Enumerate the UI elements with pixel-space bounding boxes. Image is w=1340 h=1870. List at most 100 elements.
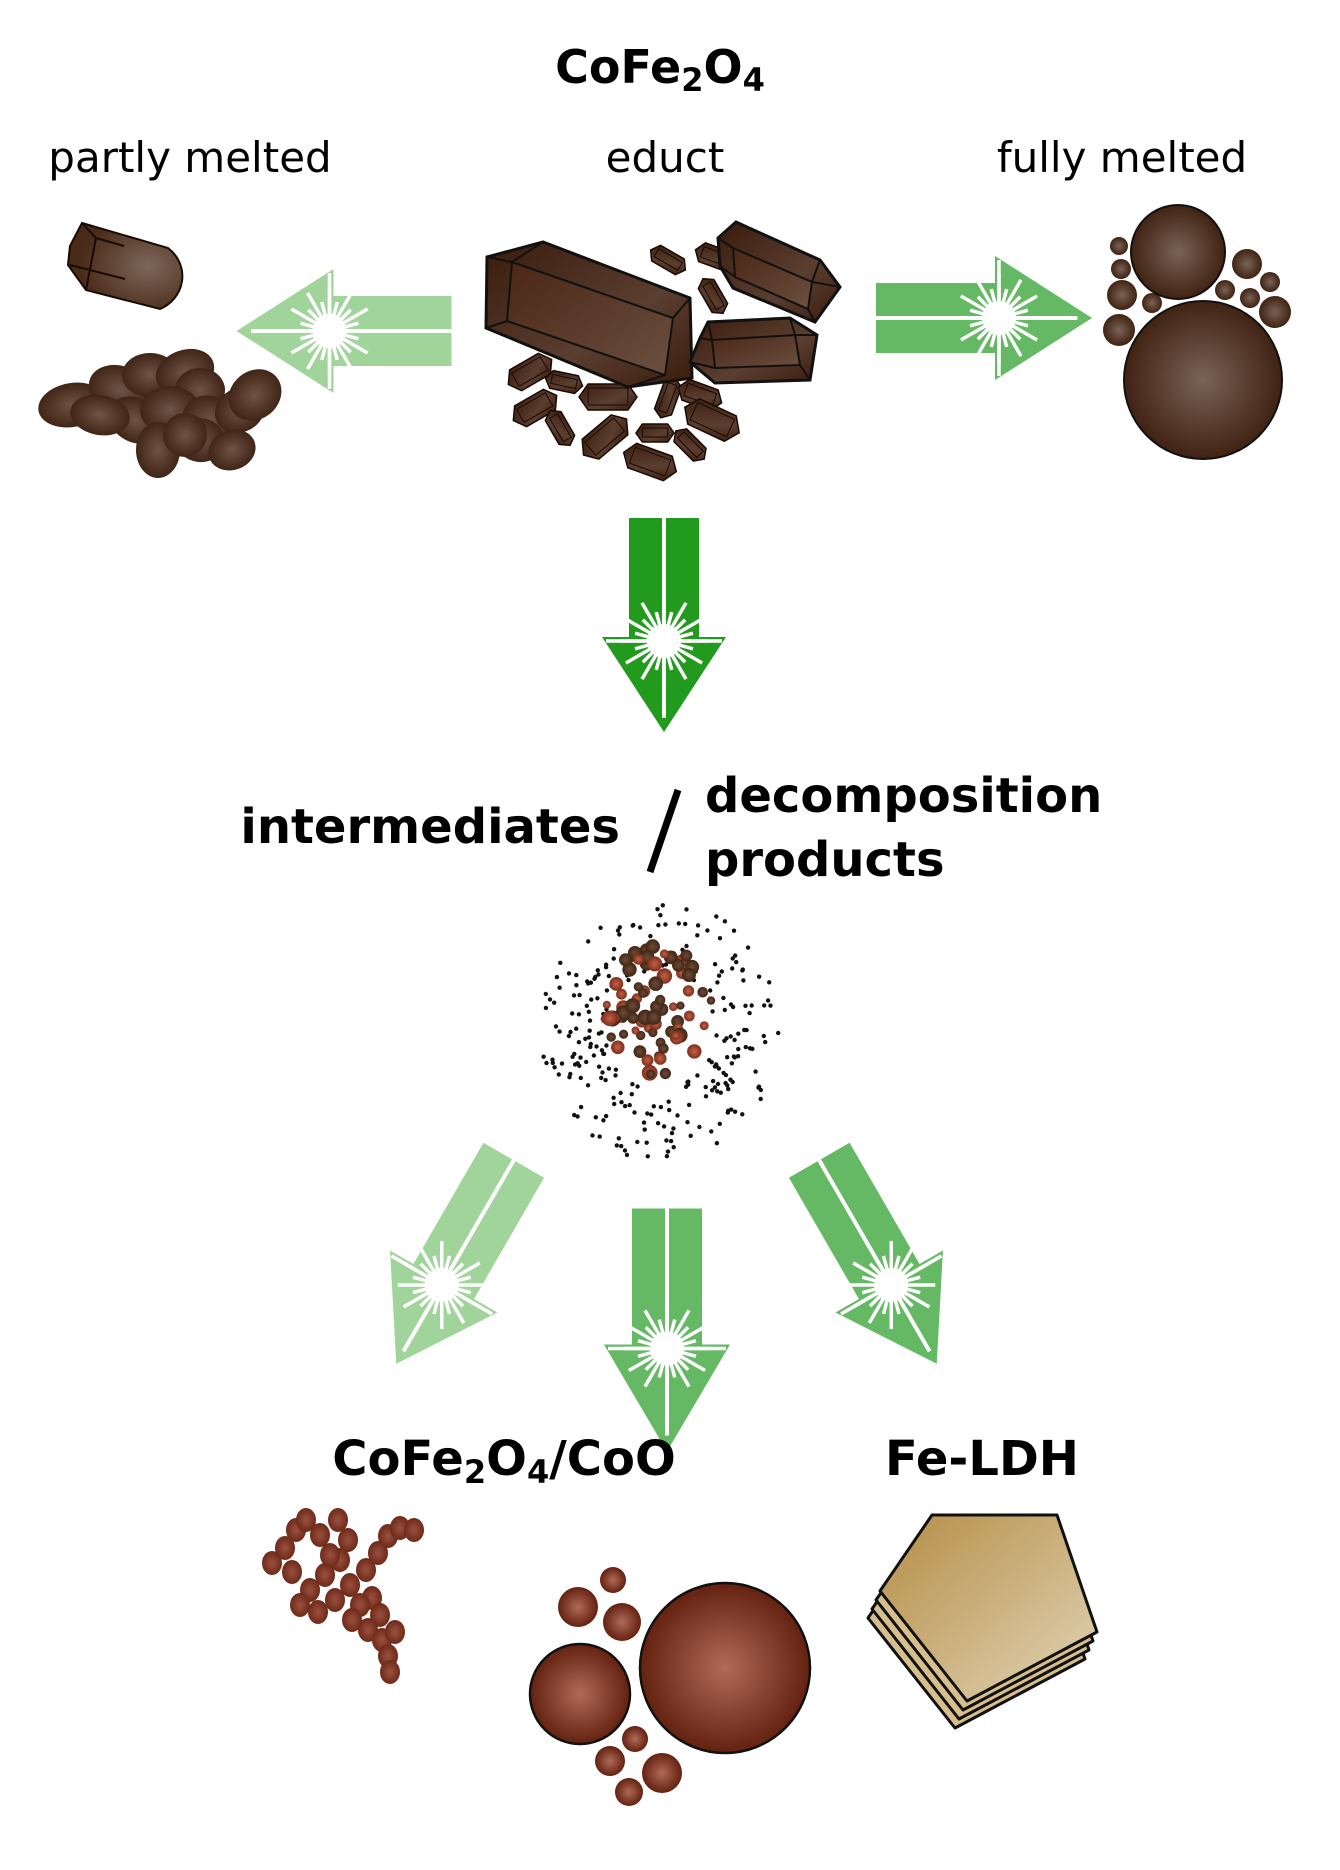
agglomerate-particle <box>328 1508 348 1532</box>
precursor-dot <box>732 1109 738 1114</box>
agglomerate-particle <box>290 1593 310 1617</box>
precursor-dot <box>714 914 719 919</box>
precursor-dot <box>740 1112 745 1117</box>
nanoparticle <box>606 1032 616 1042</box>
precursor-dot <box>656 923 661 928</box>
laser-burst-icon <box>608 1304 726 1393</box>
precursor-dot <box>552 1000 557 1005</box>
precursor-dot <box>543 991 548 997</box>
precursor-dot <box>584 1059 589 1065</box>
precursor-dot <box>661 1124 667 1129</box>
precursor-dot <box>645 1111 650 1116</box>
agglomerate-particle <box>315 1563 335 1587</box>
small-crystal-icon <box>697 277 729 315</box>
precursor-dot <box>703 1094 709 1099</box>
precursor-dot <box>716 1066 722 1071</box>
precursor-dot <box>736 1046 741 1052</box>
precursor-dot <box>763 1039 768 1045</box>
precursor-dot <box>572 1062 578 1067</box>
agglomerate-particle <box>320 1543 340 1567</box>
precursor-dot <box>619 1100 624 1105</box>
precursor-dot <box>559 1061 565 1066</box>
precursor-dot <box>736 1031 741 1036</box>
precursor-dot <box>642 1127 647 1132</box>
precursor-dot <box>695 923 701 928</box>
nanoparticle <box>633 1045 647 1058</box>
precursor-dot <box>749 1003 754 1008</box>
precursor-dot <box>660 903 665 908</box>
precursor-dot <box>671 1126 676 1131</box>
precursor-dot <box>756 1084 762 1089</box>
precursor-dot <box>663 922 668 927</box>
nanoparticle <box>619 1029 629 1039</box>
precursor-dot <box>688 1133 693 1139</box>
precursor-dot <box>730 956 735 961</box>
precursor-dot <box>714 1062 719 1067</box>
precursor-dot <box>575 1114 580 1119</box>
precursor-dot <box>729 1061 735 1066</box>
precursor-dot <box>735 1054 741 1059</box>
precursor-dot <box>595 996 600 1001</box>
precursor-dot <box>585 979 590 984</box>
precursor-dot <box>597 1134 602 1139</box>
partly-melted-particles <box>38 221 282 478</box>
precursor-dot <box>685 1120 690 1125</box>
precursor-dot <box>574 983 579 988</box>
nanoparticle <box>646 1069 656 1079</box>
melted-sphere <box>1232 249 1262 279</box>
precursor-dot <box>547 997 553 1002</box>
precursor-dot <box>726 1108 731 1114</box>
precursor-dot <box>721 995 726 1001</box>
precursor-dot <box>644 1140 649 1145</box>
precursor-dot <box>758 1087 763 1093</box>
small-crystal-icon <box>683 397 741 443</box>
precursor-dot <box>663 962 669 967</box>
precursor-dot <box>741 978 746 983</box>
laser-burst-icon <box>840 1240 943 1329</box>
precursor-dot <box>574 1026 579 1031</box>
agglomerate-particle <box>338 1528 358 1552</box>
precursor-dot <box>591 1053 597 1058</box>
precursor-dot <box>544 1060 549 1066</box>
precursor-dot <box>761 1033 766 1039</box>
agglomerate-particle <box>368 1541 388 1565</box>
precursor-dot <box>576 1012 582 1017</box>
precursor-dot <box>768 1003 773 1008</box>
precursor-dot <box>604 988 610 993</box>
precursor-dot <box>724 1036 729 1041</box>
precursor-dot <box>762 1003 767 1008</box>
melted-sphere <box>1123 300 1283 460</box>
laser-burst-icon <box>955 260 1043 376</box>
agglomerate-particle <box>296 1508 316 1532</box>
precursor-dot <box>676 921 681 926</box>
small-crystal-icon <box>544 369 584 395</box>
precursor-dot <box>715 980 720 985</box>
nanoparticle <box>687 1044 702 1059</box>
precursor-dot <box>658 1104 664 1110</box>
precursor-dot <box>572 1051 577 1057</box>
precursor-dot <box>570 1011 575 1016</box>
crystal-icon <box>688 316 819 385</box>
precursor-dot <box>708 988 713 993</box>
precursor-dot <box>550 1057 555 1062</box>
laser-arrow-down-left-icon <box>390 1142 545 1364</box>
small-crystal-icon <box>512 388 558 428</box>
nanoparticle <box>699 1021 709 1031</box>
small-crystal-icon <box>544 409 576 447</box>
precursor-dot <box>590 1133 595 1138</box>
nanoparticle <box>682 985 695 997</box>
precursor-dot <box>541 1054 546 1059</box>
precursor-dot <box>712 1085 718 1090</box>
precursor-dot <box>637 925 643 930</box>
precursor-dot <box>714 1141 720 1146</box>
precursor-dot <box>603 1113 609 1119</box>
nanoparticle <box>648 976 663 991</box>
precursor-dot <box>645 1154 650 1159</box>
precursor-dot <box>743 1044 748 1050</box>
melted-sphere <box>1130 204 1226 300</box>
precursor-dot <box>753 1069 758 1074</box>
agglomerate-nanoparticles-icon <box>262 1508 424 1684</box>
precursor-dot <box>667 1107 672 1113</box>
melted-crystal-icon <box>66 221 184 311</box>
